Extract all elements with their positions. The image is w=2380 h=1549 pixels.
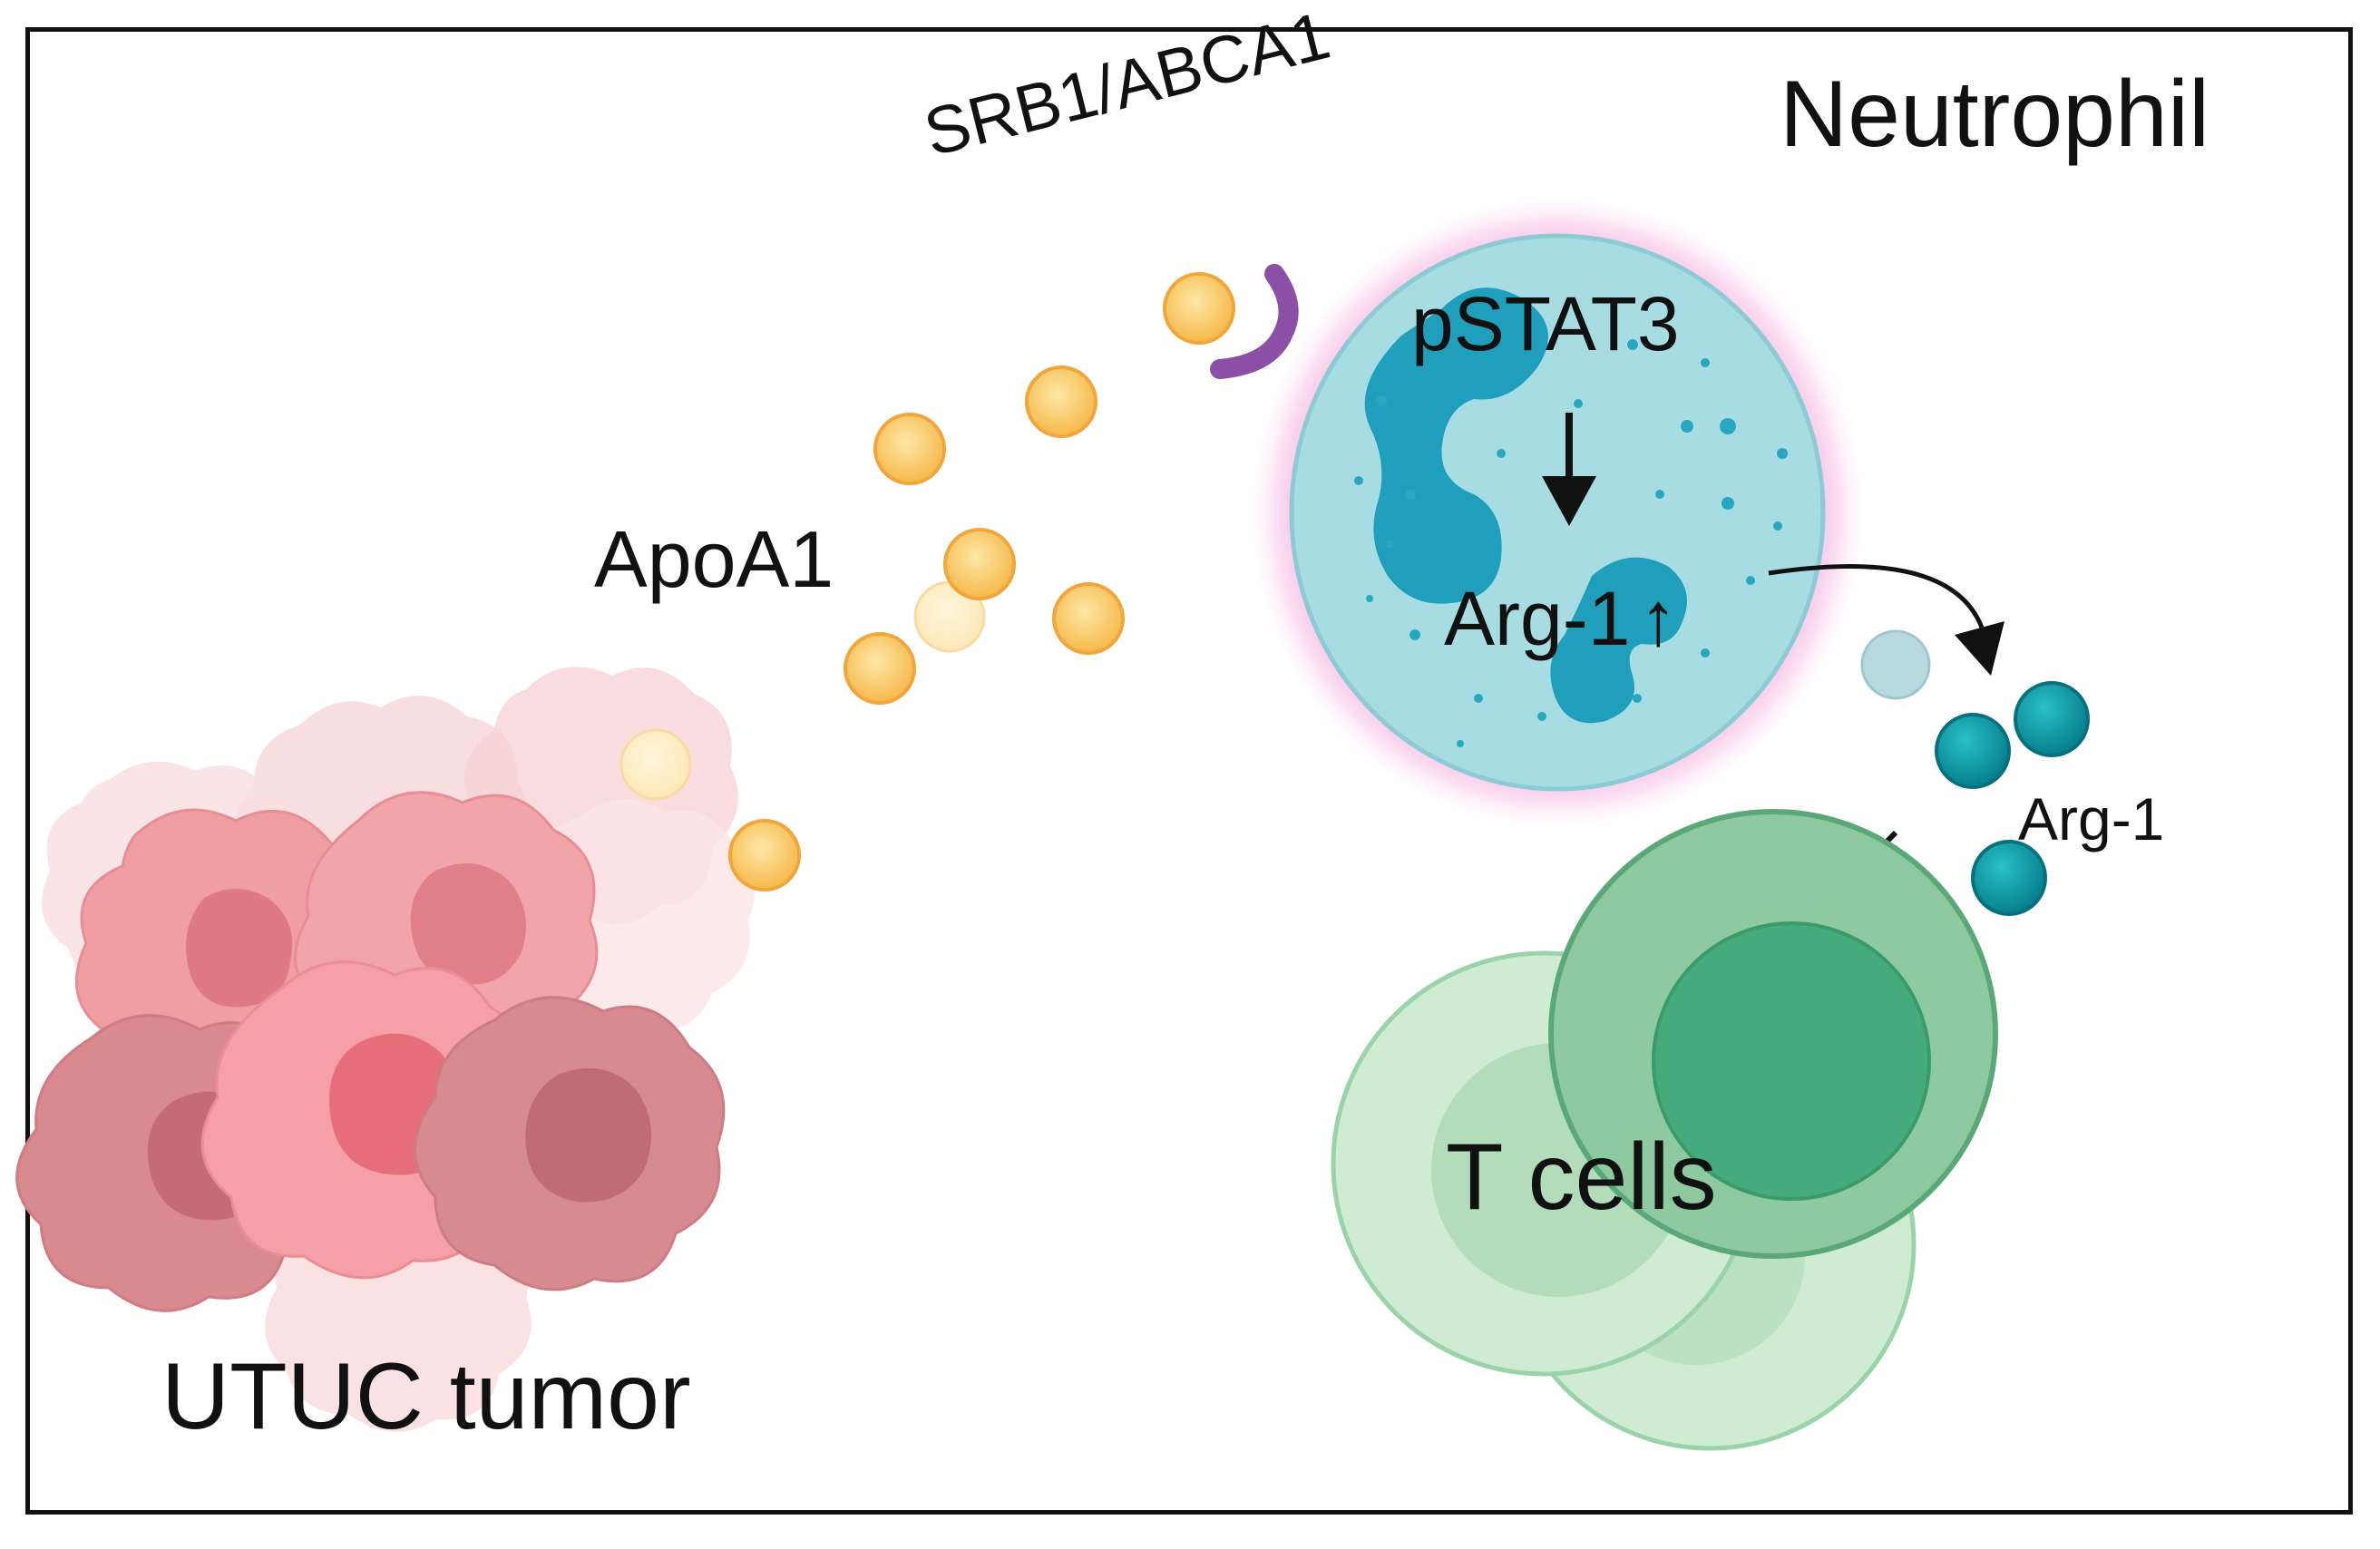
tumor-label: UTUC tumor xyxy=(161,1344,691,1449)
apoa1-particle xyxy=(1163,272,1235,345)
tumor-cluster xyxy=(15,667,756,1432)
apoa1-particle xyxy=(728,819,801,891)
arg1-upregulated-label: Arg-1↑ xyxy=(1444,580,1677,657)
neutrophil-nucleus xyxy=(1364,287,1548,604)
arg1-particle xyxy=(1971,840,2047,916)
apoa1-particle xyxy=(943,528,1016,600)
t-cell xyxy=(1548,809,1998,1259)
pstat3-label: pSTAT3 xyxy=(1411,281,1680,366)
apoa1-particle xyxy=(844,632,916,705)
apoa1-particle xyxy=(873,413,946,485)
tumor-cell xyxy=(414,996,726,1291)
apoa1-particle-faded xyxy=(619,728,692,801)
down-arrow-icon xyxy=(1542,413,1596,526)
apoa1-label: ApoA1 xyxy=(594,514,834,604)
arg1-label: Arg-1 xyxy=(2018,785,2165,852)
arg1-particle-faded xyxy=(1860,629,1931,700)
arg1-particle xyxy=(2014,681,2090,757)
receptor-icon xyxy=(1210,264,1299,379)
apoa1-particle xyxy=(1052,582,1125,655)
neutrophil-nucleus xyxy=(1550,557,1687,724)
curved-arrow-icon xyxy=(1768,564,2004,676)
neutrophil-label: Neutrophil xyxy=(1780,62,2210,167)
arg1-particle xyxy=(1935,713,2011,789)
arg1-particles xyxy=(1860,629,2090,916)
neutrophil-cell xyxy=(1244,190,1870,834)
apoa1-particle xyxy=(1025,365,1097,438)
t-cells-label: T cells xyxy=(1446,1125,1717,1230)
neutrophil-granules xyxy=(1354,339,1788,747)
arg1-upregulated-text: Arg-1 xyxy=(1444,576,1631,661)
apoa1-particles xyxy=(619,272,1235,891)
t-cells-cluster xyxy=(1331,809,1998,1451)
up-arrow-icon: ↑ xyxy=(1639,576,1678,661)
